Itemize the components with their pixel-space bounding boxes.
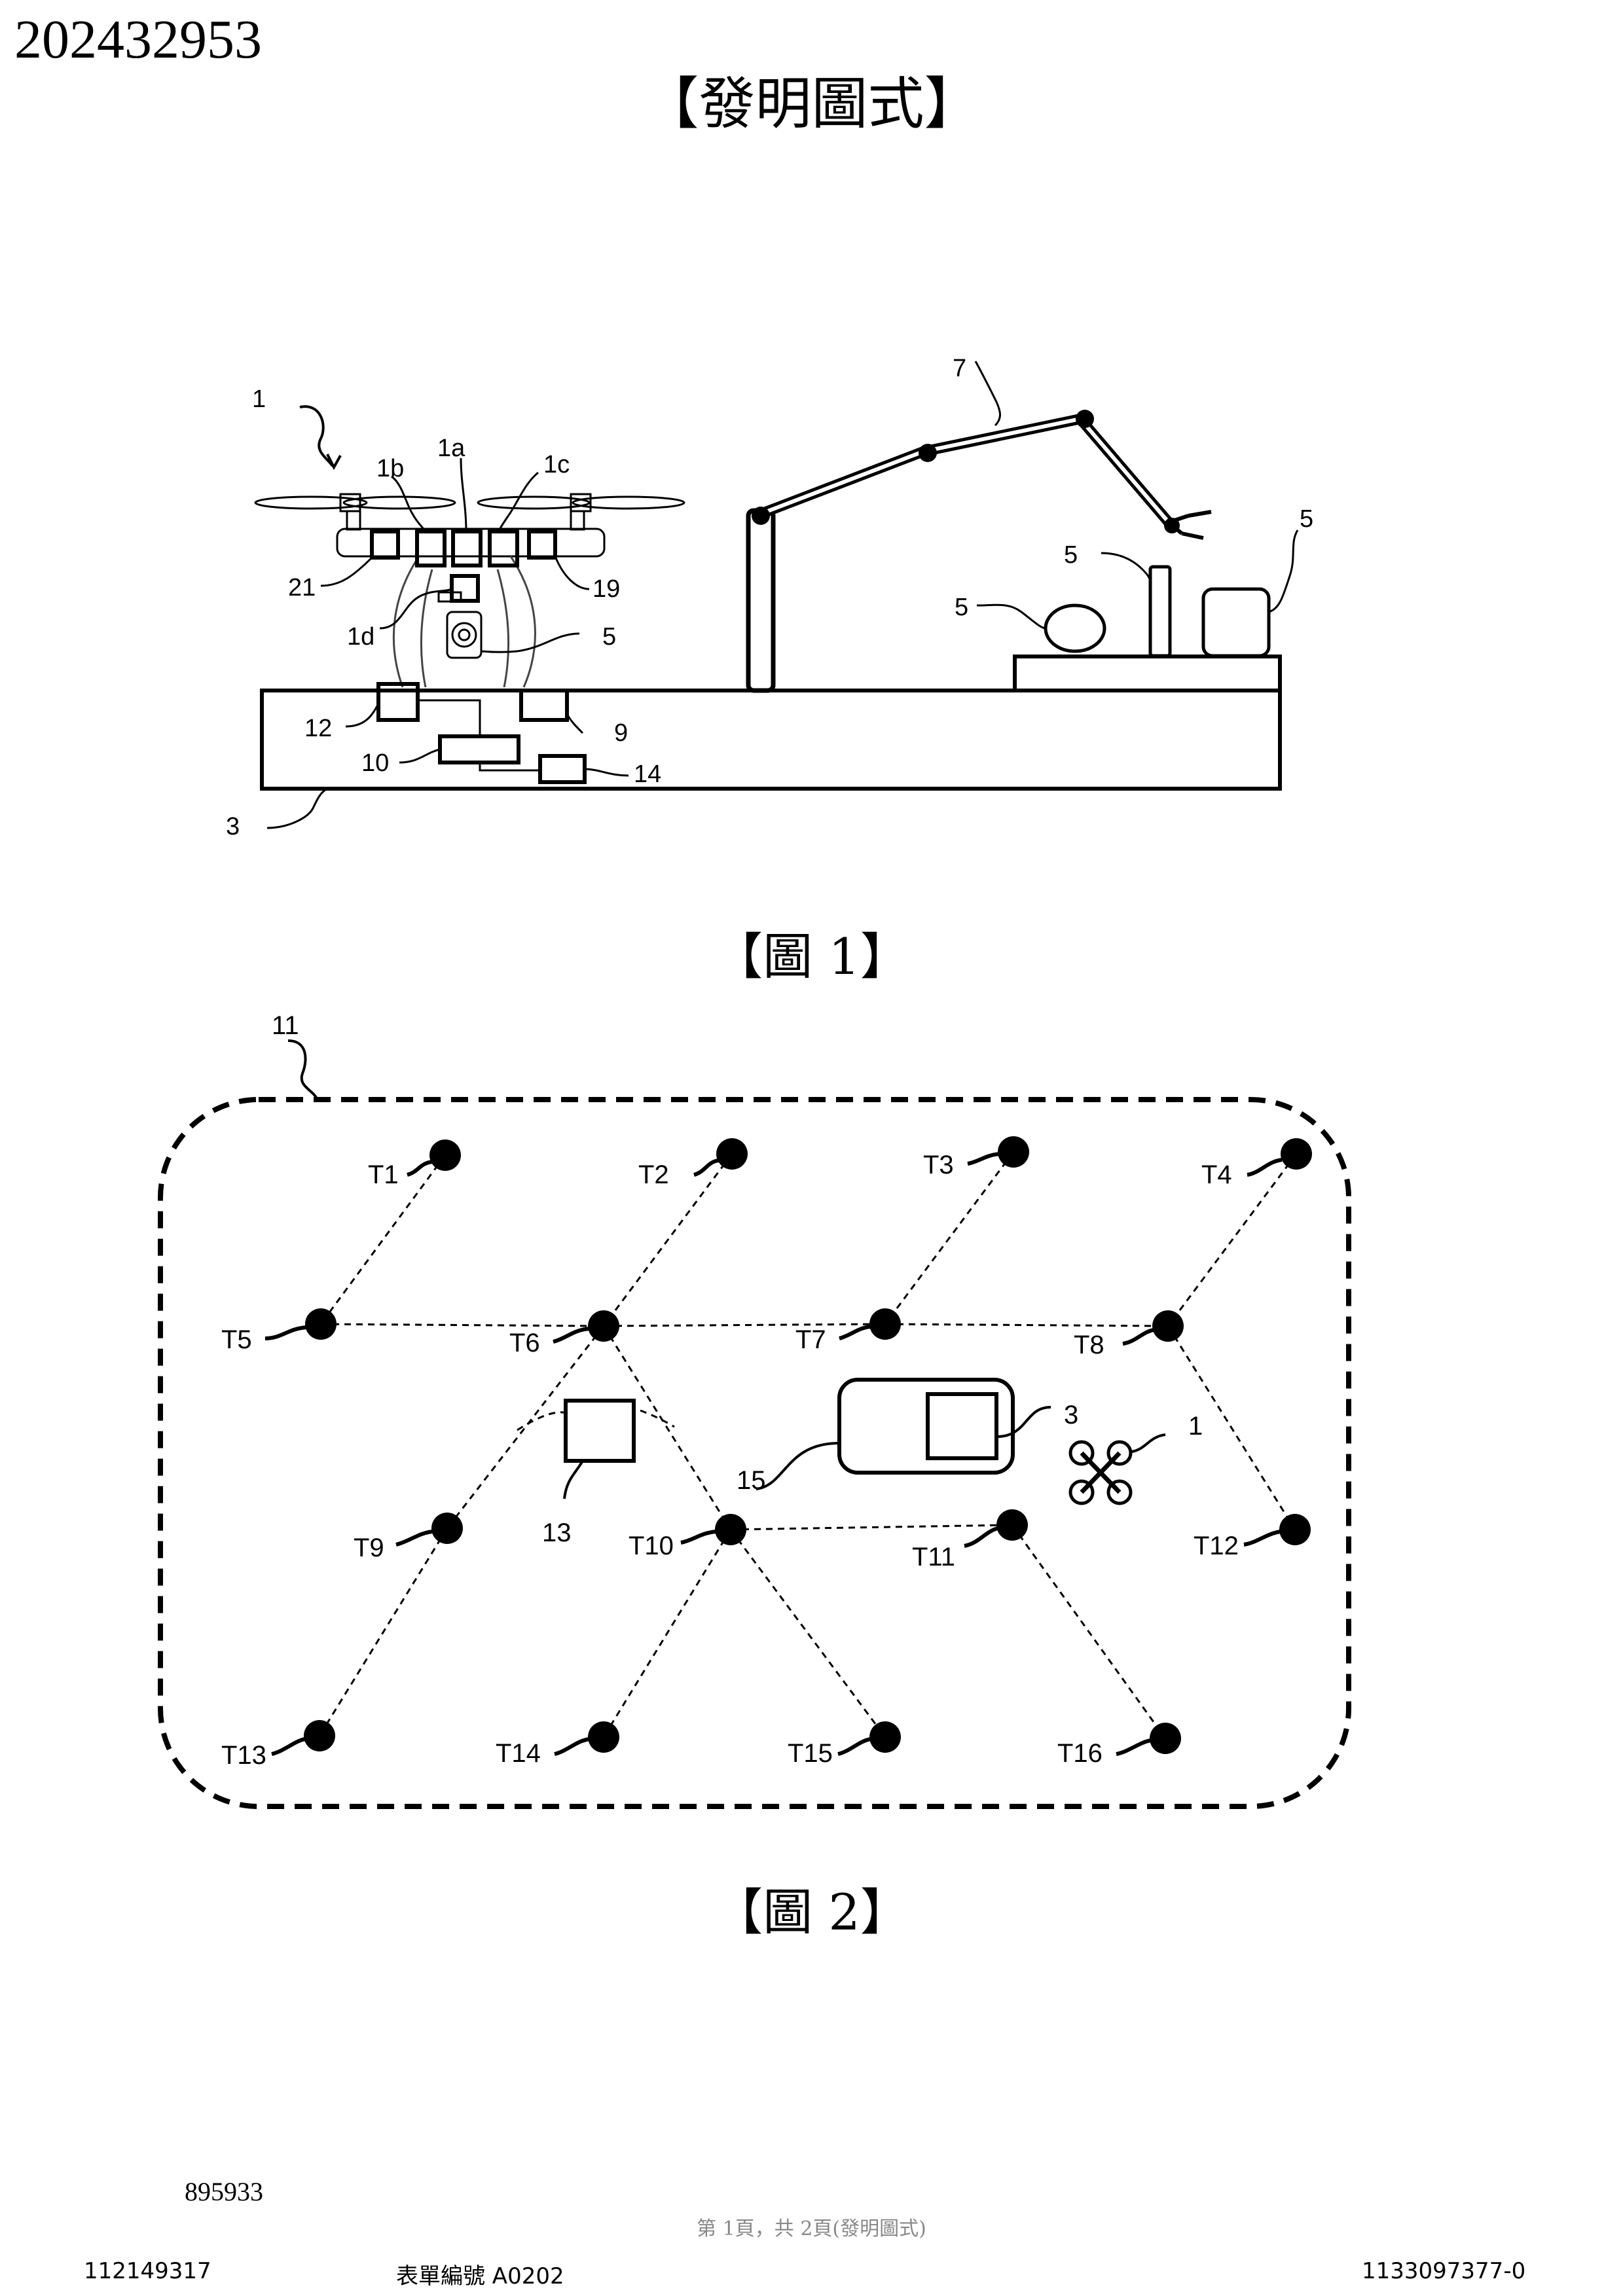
node-label-t6: T6: [509, 1329, 540, 1357]
node-label-t1: T1: [368, 1160, 399, 1189]
node-label-t3: T3: [923, 1151, 954, 1179]
label-15: 15: [737, 1466, 766, 1495]
node-label-t4: T4: [1201, 1160, 1232, 1189]
page-info: 第 1頁，共 2頁(發明圖式): [0, 2212, 1623, 2241]
node-label-t16: T16: [1057, 1739, 1103, 1768]
application-number: 112149317: [84, 2258, 211, 2284]
footer-left-code: 895933: [185, 2176, 263, 2207]
label-13: 13: [542, 1518, 572, 1547]
node-label-t15: T15: [788, 1739, 833, 1768]
unit-13: [566, 1401, 634, 1461]
label-11: 11: [272, 1011, 299, 1040]
node-label-t13: T13: [221, 1741, 266, 1770]
node-label-t2: T2: [638, 1160, 669, 1189]
area-boundary-11: [160, 1100, 1349, 1806]
node-label-t7: T7: [795, 1325, 826, 1354]
table-3-plan: [928, 1394, 996, 1458]
node-label-t12: T12: [1194, 1532, 1239, 1560]
drone-top-view: [1070, 1435, 1165, 1503]
node-label-t10: T10: [629, 1532, 674, 1560]
document-number: 1133097377-0: [1362, 2258, 1525, 2284]
node-label-t5: T5: [221, 1325, 252, 1354]
figure-2-caption: 【圖 2】: [0, 1872, 1623, 1944]
node-label-t8: T8: [1074, 1331, 1104, 1359]
nodes: [304, 1136, 1312, 1754]
form-code: 表單編號 A0202: [396, 2258, 564, 2290]
node-label-t11: T11: [912, 1543, 955, 1571]
node-label-t14: T14: [496, 1739, 541, 1768]
node-label-t9: T9: [354, 1534, 384, 1562]
label-drone-1: 1: [1188, 1412, 1203, 1441]
label-3-plan: 3: [1064, 1401, 1078, 1429]
